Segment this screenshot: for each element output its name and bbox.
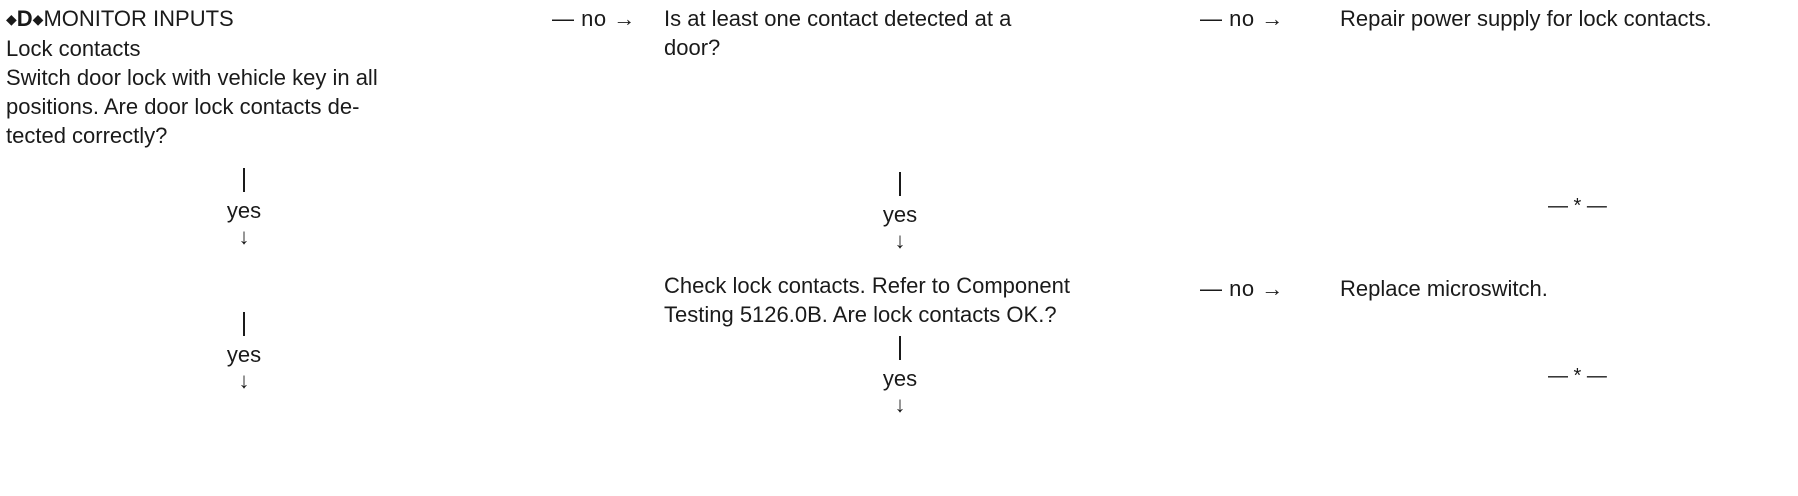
diamond-right-icon: ◆ xyxy=(32,11,44,27)
step-heading: ◆D◆MONITOR INPUTS xyxy=(6,4,378,34)
yes-connector: yes ↓ xyxy=(224,312,264,394)
step-title: MONITOR INPUTS xyxy=(43,6,234,31)
connector-line xyxy=(899,172,901,196)
yes-label: yes xyxy=(226,342,262,367)
yes-label: yes xyxy=(882,366,918,391)
step-text-line: positions. Are door lock contacts de- xyxy=(6,94,360,119)
diamond-left-icon: ◆ xyxy=(6,11,17,27)
connector-line xyxy=(243,168,245,192)
step-subtitle: Lock contacts xyxy=(6,36,141,61)
step-d-monitor-inputs: ◆D◆MONITOR INPUTS Lock contacts Switch d… xyxy=(6,4,378,150)
step-marker: D xyxy=(16,6,33,31)
down-arrow-icon: ↓ xyxy=(894,228,906,253)
step-contact-detected: Is at least one contact detected at a do… xyxy=(664,4,1011,62)
yes-connector: yes ↓ xyxy=(880,172,920,254)
down-arrow-icon: ↓ xyxy=(238,224,250,249)
end-mark: — * — xyxy=(1548,195,1607,217)
step-text-line: tected correctly? xyxy=(6,123,168,148)
no-arrow: — no → xyxy=(1200,276,1284,301)
step-text-line: Testing 5126.0B. Are lock contacts OK.? xyxy=(664,302,1057,327)
connector-line xyxy=(899,336,901,360)
step-text-line: door? xyxy=(664,35,721,60)
yes-label: yes xyxy=(882,202,918,227)
down-arrow-icon: ↓ xyxy=(238,368,250,393)
step-text-line: Is at least one contact detected at a xyxy=(664,6,1012,31)
step-text-line: Check lock contacts. Refer to Component xyxy=(664,273,1070,298)
yes-connector: yes ↓ xyxy=(880,336,920,418)
end-mark: — * — xyxy=(1548,365,1607,387)
down-arrow-icon: ↓ xyxy=(894,392,906,417)
no-arrow: — no → xyxy=(1200,6,1284,31)
yes-connector: yes ↓ xyxy=(224,168,264,250)
connector-line xyxy=(243,312,245,336)
no-arrow: — no → xyxy=(552,6,636,31)
outcome-replace-microswitch: Replace microswitch. xyxy=(1340,276,1548,301)
outcome-repair-power-supply: Repair power supply for lock contacts. xyxy=(1340,6,1712,31)
step-text-line: Switch door lock with vehicle key in all xyxy=(6,65,378,90)
step-check-lock-contacts: Check lock contacts. Refer to Component … xyxy=(664,271,1070,329)
yes-label: yes xyxy=(226,198,262,223)
